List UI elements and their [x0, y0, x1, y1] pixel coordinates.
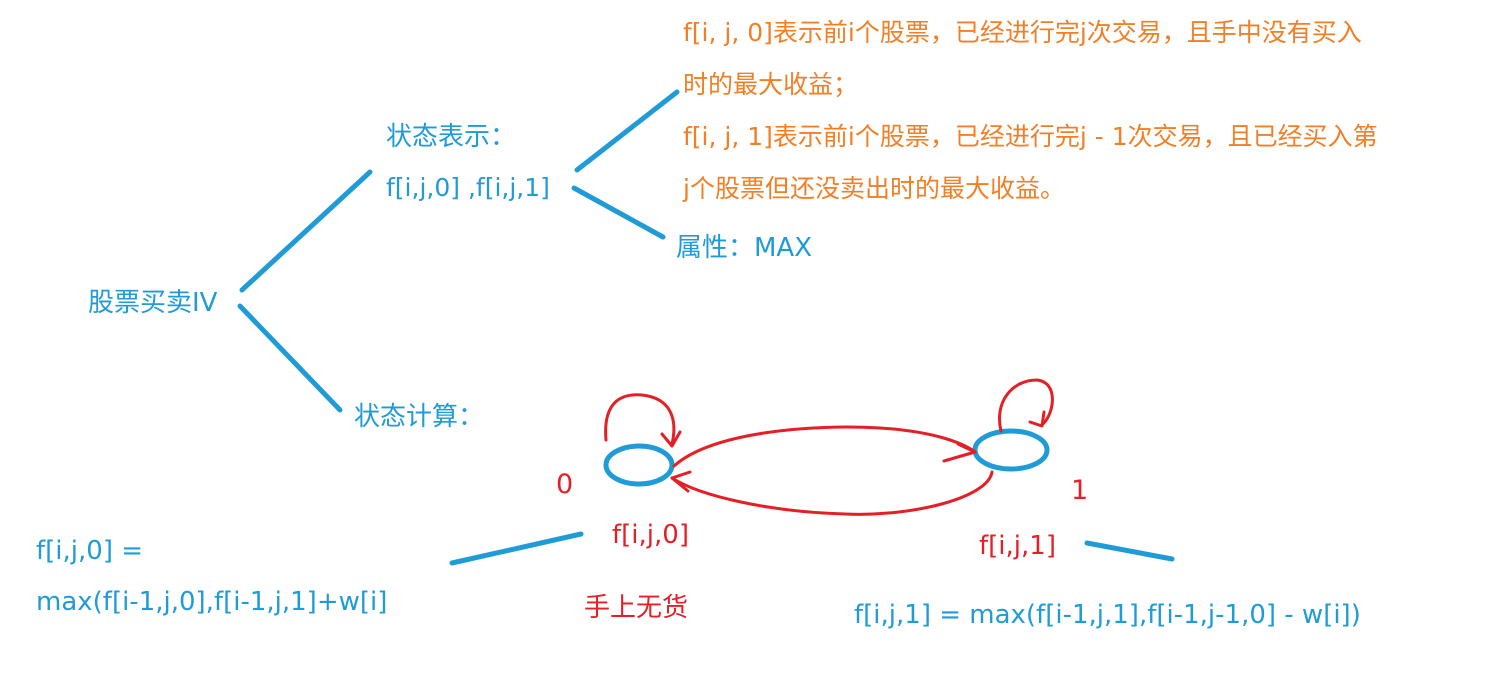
- branch-root-to-computation: [237, 303, 343, 413]
- connector-formula-0: [449, 531, 584, 566]
- transition-arrowhead-0-to-1: [942, 442, 977, 463]
- state-representation-heading: 状态表示：: [386, 122, 517, 152]
- state-computation-heading: 状态计算：: [354, 402, 485, 432]
- transition-arrowhead-1-to-0: [670, 470, 692, 493]
- branch-to-definitions: [574, 89, 680, 173]
- transition-1-to-0: [670, 470, 994, 516]
- attribute-label: 属性：MAX: [676, 233, 813, 263]
- state-0-number: 0: [556, 469, 574, 500]
- state-0-definition-line1: f[i, j, 0]表示前i个股票，已经进行完j次交易，且手中没有买入: [683, 18, 1362, 47]
- transition-0-to-1: [672, 425, 977, 468]
- state-1-definition-line1: f[i, j, 1]表示前i个股票，已经进行完j - 1次交易，且已经买入第: [683, 122, 1378, 151]
- state-0-label: f[i,j,0]: [612, 520, 689, 550]
- formula-0-line2: max(f[i-1,j,0],f[i-1,j,1]+w[i]: [36, 587, 388, 617]
- branch-to-attribute: [571, 185, 666, 240]
- state-node-0: [603, 443, 675, 487]
- connector-formula-1: [1084, 540, 1175, 562]
- state-variables: f[i,j,0] ,f[i,j,1]: [386, 173, 550, 202]
- formula-1: f[i,j,1] = max(f[i-1,j,1],f[i-1,j-1,0] -…: [854, 600, 1361, 630]
- formula-0-line1: f[i,j,0] =: [36, 536, 144, 566]
- state-0-definition-line2: 时的最大收益；: [683, 70, 859, 99]
- self-loop-arrowhead-1: [1028, 410, 1046, 428]
- state-1-number: 1: [1071, 475, 1089, 506]
- self-loop-arrowhead-0: [660, 430, 682, 448]
- branch-root-to-representation: [239, 169, 373, 293]
- state-1-definition-line2: j个股票但还没卖出时的最大收益。: [683, 174, 1065, 203]
- self-loop-state-0: [604, 393, 676, 446]
- state-1-label: f[i,j,1]: [979, 531, 1056, 561]
- state-node-1: [972, 428, 1050, 472]
- self-loop-state-1: [998, 378, 1054, 433]
- root-label: 股票买卖IV: [88, 288, 218, 318]
- state-0-note: 手上无货: [584, 593, 689, 623]
